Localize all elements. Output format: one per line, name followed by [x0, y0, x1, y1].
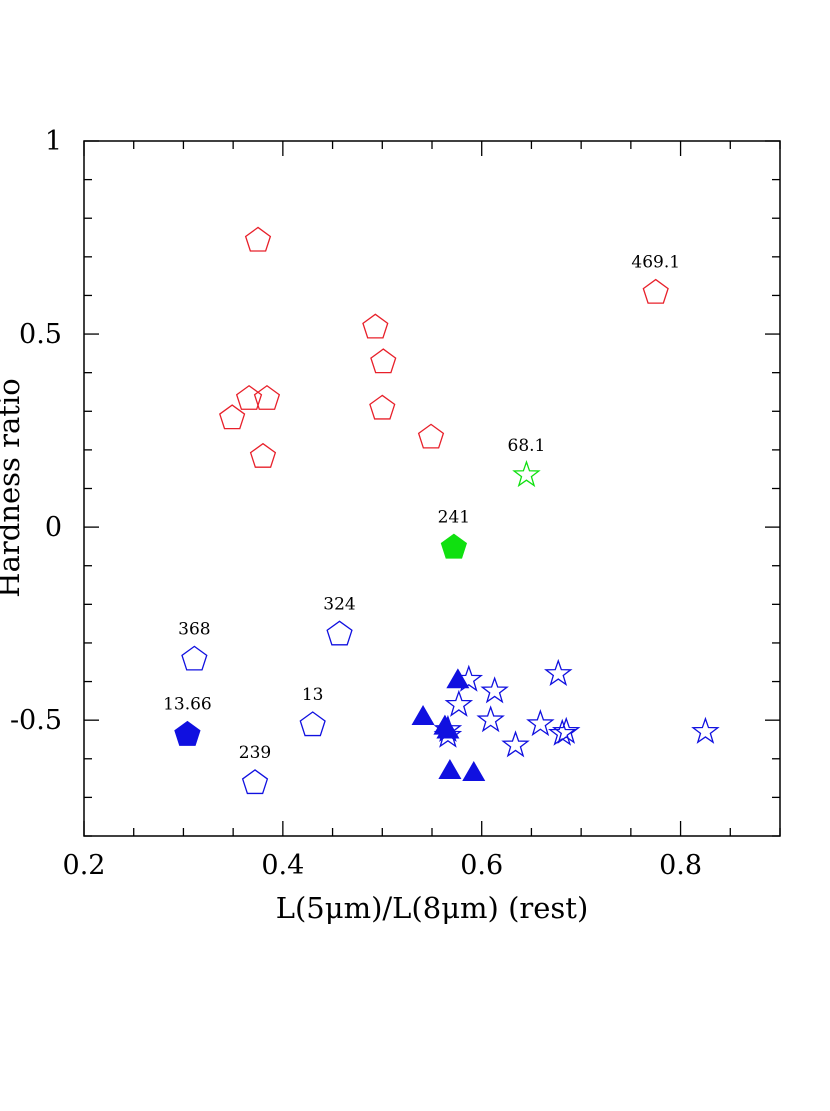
open-star-marker [454, 664, 484, 692]
open-star-marker [526, 709, 555, 737]
open-star-marker [512, 460, 541, 488]
x-tick-label: 0.4 [261, 850, 304, 881]
open-star-marker [480, 676, 509, 704]
filled-triangle-marker [438, 759, 462, 780]
x-tick-label: 0.8 [659, 850, 702, 881]
data-markers [174, 226, 720, 795]
open-star-marker [476, 705, 505, 733]
open-pentagon-marker [299, 711, 326, 737]
y-tick-label: 1 [45, 126, 62, 157]
open-pentagon-marker [235, 384, 263, 410]
axis-tick-labels: 0.2 0.4 0.6 0.8 1 0.5 0 -0.5 [10, 126, 702, 881]
filled-triangle-marker [462, 760, 486, 781]
y-axis-label: Hardness ratio [0, 378, 26, 597]
open-pentagon-marker [181, 645, 208, 671]
point-label: 324 [323, 594, 355, 614]
open-pentagon-marker [219, 404, 246, 430]
point-label: 239 [239, 743, 271, 763]
open-pentagon-marker [253, 384, 281, 410]
x-tick-label: 0.2 [63, 850, 106, 881]
x-tick-label: 0.6 [460, 850, 503, 881]
open-star-marker [501, 730, 530, 758]
open-star-marker [551, 716, 581, 744]
open-pentagon-marker [370, 348, 397, 374]
x-axis-label: L(5μm)/L(8μm) (rest) [276, 891, 589, 925]
axis-ticks [83, 140, 781, 837]
point-label: 469.1 [631, 253, 680, 273]
open-star-marker [544, 658, 573, 686]
point-label: 68.1 [508, 436, 546, 456]
open-pentagon-marker [417, 423, 445, 449]
point-label: 241 [438, 507, 470, 527]
open-star-marker [444, 689, 474, 717]
open-pentagon-marker [362, 313, 389, 339]
filled-triangle-marker [411, 705, 435, 725]
open-pentagon-marker [326, 620, 353, 646]
open-pentagon-marker [369, 394, 396, 420]
point-labels: 469.1 68.1 241 368 324 13 239 13.66 [163, 253, 680, 763]
filled-pentagon-marker [440, 533, 468, 559]
filled-triangle-marker [446, 668, 470, 689]
y-tick-label: -0.5 [10, 705, 62, 736]
point-label: 13 [302, 685, 324, 705]
open-pentagon-marker [249, 442, 277, 468]
open-pentagon-marker [244, 226, 272, 252]
open-star-marker [433, 714, 463, 742]
open-star-marker [548, 718, 577, 746]
y-tick-label: 0.5 [19, 319, 62, 350]
point-label: 368 [178, 619, 210, 639]
open-star-marker [691, 716, 720, 744]
open-star-marker [433, 720, 463, 748]
point-label: 13.66 [163, 695, 212, 715]
open-pentagon-marker [241, 769, 269, 795]
open-pentagon-marker [642, 278, 669, 304]
y-tick-label: 0 [45, 512, 62, 543]
filled-pentagon-marker [174, 720, 201, 746]
